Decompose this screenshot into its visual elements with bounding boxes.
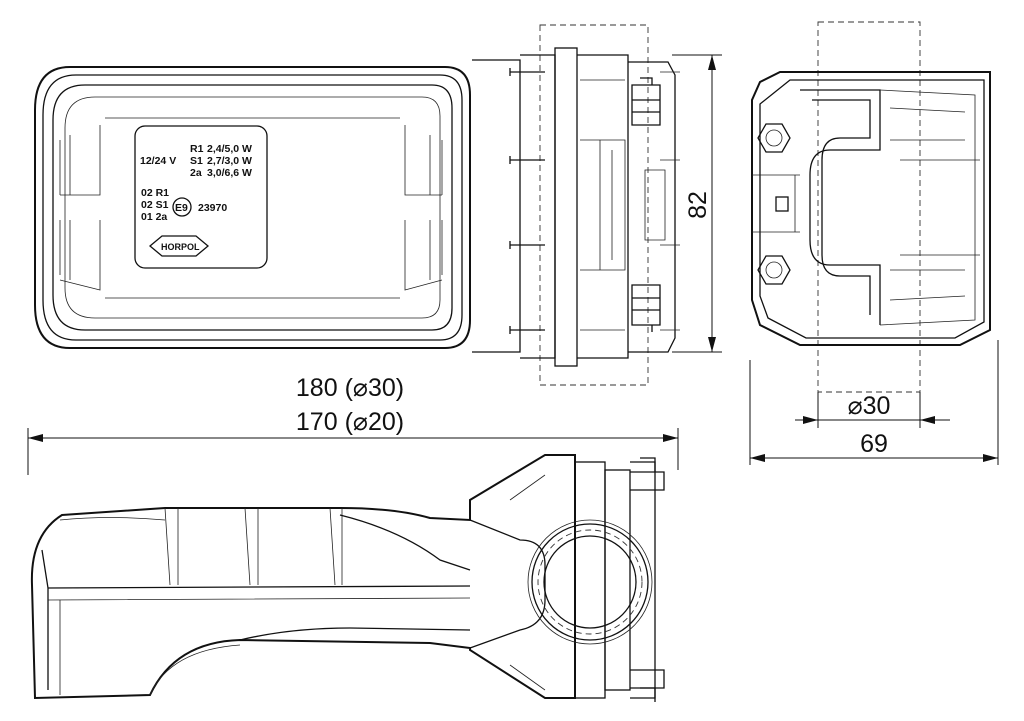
nut-bottom	[757, 255, 791, 285]
nut-top	[757, 123, 791, 153]
rating-code: S1	[190, 155, 203, 167]
front-view: 12/24 V R1 2,4/5,0 W S1 2,7/3,0 W 2a 3,0…	[34, 66, 471, 349]
rating-code: R1	[190, 143, 204, 155]
tube-diameter-label: ⌀30	[848, 392, 891, 420]
brand-logo-text: HORPOL	[161, 242, 200, 252]
label-plate	[134, 125, 268, 269]
length-small-label: 170 (⌀20)	[296, 408, 404, 436]
emark-circle	[172, 197, 192, 217]
tube-dashed	[537, 529, 643, 635]
end-view	[751, 21, 991, 393]
rating-value: 2,7/3,0 W	[207, 155, 252, 167]
length-dimension: 180 (⌀30) 170 (⌀20)	[27, 374, 679, 475]
rating-code: 2a	[190, 167, 202, 179]
tube-outer	[531, 523, 649, 641]
tube-inner	[543, 535, 637, 629]
width-dimension: 69	[749, 340, 999, 465]
tube-diameter-dimension: ⌀30	[795, 392, 950, 428]
height-dimension: 82	[672, 54, 722, 353]
approval-code: 02 S1	[141, 199, 169, 211]
width-label: 69	[860, 430, 888, 458]
voltage-label: 12/24 V	[140, 155, 176, 167]
approval-number: 23970	[198, 202, 227, 214]
profile-view	[30, 454, 665, 702]
brand-logo-diamond	[148, 235, 210, 257]
rating-value: 3,0/6,6 W	[207, 167, 252, 179]
approval-code: 01 2a	[141, 211, 167, 223]
height-dimension-label: 82	[684, 191, 712, 219]
length-large-label: 180 (⌀30)	[296, 374, 404, 402]
emark-label: E9	[175, 202, 188, 214]
approval-code: 02 R1	[141, 187, 169, 199]
rating-value: 2,4/5,0 W	[207, 143, 252, 155]
side-view	[472, 24, 680, 386]
